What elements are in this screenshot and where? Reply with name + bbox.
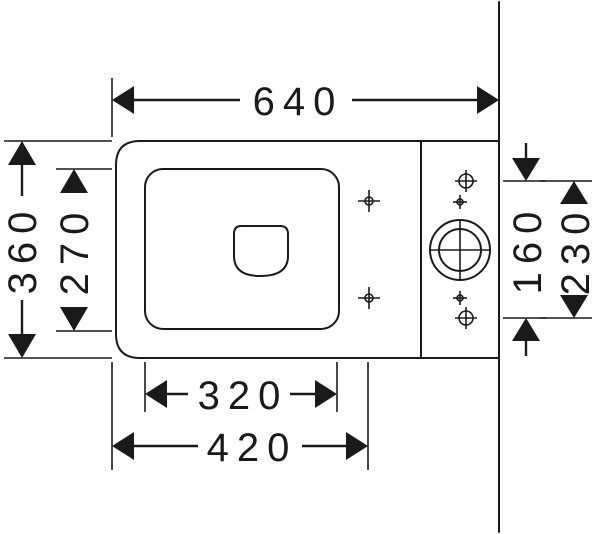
crosshair-icon	[455, 307, 477, 329]
crosshair-icon	[455, 170, 477, 192]
dimension-label-640: 640	[253, 80, 344, 124]
dimension-fixing-spacing: 160	[503, 143, 550, 356]
dimension-bowl-length: 420	[111, 362, 369, 470]
crosshair-icon	[358, 190, 380, 212]
crosshair-icon	[453, 291, 467, 305]
dimension-label-320: 320	[198, 374, 289, 418]
dimension-label-160: 160	[506, 204, 550, 295]
dimension-label-230: 230	[554, 205, 598, 296]
dimension-label-420: 420	[207, 426, 298, 470]
toilet-outline	[115, 140, 500, 359]
outlet-hole	[233, 225, 289, 277]
circle-crosshair-icon	[429, 219, 491, 281]
dimension-label-360: 360	[1, 204, 45, 295]
dimension-seat-length: 320	[144, 362, 338, 418]
dimension-label-270: 270	[53, 205, 97, 296]
dimension-overall-length: 640	[111, 78, 499, 137]
dimension-tank-width: 230	[540, 180, 598, 319]
crosshair-icon	[453, 195, 467, 209]
tank-section	[420, 140, 500, 359]
crosshair-icon	[358, 287, 380, 309]
dimension-overall-width: 360	[1, 140, 112, 359]
bowl-rim	[144, 168, 340, 330]
dimension-seat-width: 270	[53, 168, 112, 332]
